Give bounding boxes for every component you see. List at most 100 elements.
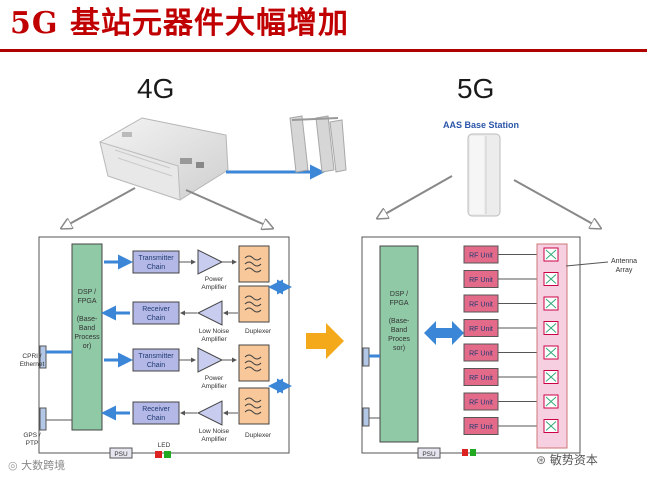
svg-text:Low Noise: Low Noise [199,328,230,335]
rru-device-icon [99,117,229,201]
svg-text:LED: LED [158,442,171,449]
power-amplifier-1: Power Amplifier [197,249,227,291]
svg-text:Chain: Chain [147,264,165,271]
svg-text:Transmitter: Transmitter [138,353,174,360]
rf-unit-label: RF Unit [469,375,493,382]
antenna-element [543,272,559,286]
svg-text:Transmitter: Transmitter [138,255,174,262]
rf-unit: RF Unit [463,392,544,411]
amp-duplexer-arrows-4g [222,259,238,416]
wechat-icon: ⊛ [536,453,547,467]
svg-text:Amplifier: Amplifier [201,383,227,390]
rf-unit: RF Unit [463,319,544,337]
page-title: 5G 基站元器件大幅增加 [10,6,349,41]
antenna-element [543,345,559,360]
antenna-element [543,321,559,335]
psu-5g: PSU [417,447,441,459]
rf-unit-label: RF Unit [469,351,493,358]
transition-arrow [306,323,344,359]
dsp-fpga-block-5g [379,245,419,443]
svg-text:Receiver: Receiver [142,406,170,413]
dsp-fpga-label-5g: DSP / FPGA (Base- Band Proces sor) [388,291,410,352]
label-5g: 5G [457,73,495,104]
duplexer-1: Duplexer [238,245,272,335]
rf-unit: RF Unit [463,270,544,288]
receiver-chain-1: Receiver Chain [132,301,180,325]
expand-arrow-left-a [62,187,136,228]
aas-station-label: AAS Base Station [443,120,519,130]
rf-unit-label: RF Unit [469,326,493,333]
antenna-element-column [543,247,559,433]
watermark-right: ⊛ 敏势资本 [536,453,598,467]
svg-text:Array: Array [616,267,633,274]
expand-arrow-right-b [513,179,600,228]
svg-text:(Base-: (Base- [77,316,98,323]
duplexer-2: Duplexer [238,344,272,439]
transmitter-chain-2: Transmitter Chain [132,348,180,372]
svg-text:Ethernet: Ethernet [20,361,45,368]
rf-unit-label: RF Unit [469,302,493,309]
cpri-port-5g [362,347,380,367]
svg-text:Amplifier: Amplifier [201,336,227,343]
antenna-element [543,247,559,262]
rf-unit: RF Unit [463,294,544,313]
rf-unit-label: RF Unit [469,424,493,431]
watermark-left: ◎ 大数跨境 [8,459,66,472]
svg-text:or): or) [83,343,92,350]
rf-unit: RF Unit [463,343,544,362]
rf-unit-label: RF Unit [469,253,493,260]
expand-arrow-right-a [378,175,453,218]
title-divider [0,49,647,52]
antenna-port-arrows-4g [268,279,292,394]
rf-unit: RF Unit [463,245,544,264]
rf-unit: RF Unit [463,368,544,386]
svg-text:Duplexer: Duplexer [245,432,272,439]
dsp-chain-arrows-4g [101,254,133,421]
svg-text:Proces: Proces [388,336,410,343]
led-5g [462,449,476,456]
antenna-element [543,296,559,311]
gps-port-4g: GPS / PTP [23,407,72,447]
svg-text:Antenna: Antenna [611,258,637,265]
transmitter-chain-1: Transmitter Chain [132,250,180,274]
svg-text:Amplifier: Amplifier [201,284,227,291]
svg-text:FPGA: FPGA [77,298,96,305]
svg-text:Power: Power [205,375,224,382]
svg-text:Amplifier: Amplifier [201,436,227,443]
panel-antenna-icon [289,115,347,173]
svg-text:Chain: Chain [147,415,165,422]
svg-text:CPRI /: CPRI / [22,353,41,360]
chain-amp-arrows-4g [179,259,197,416]
antenna-array-label: Antenna Array [565,258,637,274]
svg-text:Duplexer: Duplexer [245,328,272,335]
svg-text:(Base-: (Base- [389,318,410,325]
expand-arrow-left-b [185,189,272,228]
dsp-fpga-label-4g: DSP / FPGA (Base- Band Process or) [74,289,100,350]
aas-station-icon [467,133,501,217]
svg-text:DSP /: DSP / [390,291,408,298]
svg-text:Band: Band [391,327,407,334]
antenna-element [543,394,559,409]
svg-text:Chain: Chain [147,315,165,322]
svg-text:Process: Process [74,334,100,341]
rf-unit-column: RF Unit RF Unit RF Unit RF Unit RF Unit RF Un… [463,245,544,435]
svg-text:Band: Band [79,325,95,332]
rf-unit-label: RF Unit [469,277,493,284]
dsp-fpga-block-4g [71,243,103,431]
svg-text:Receiver: Receiver [142,306,170,313]
svg-text:GPS /: GPS / [23,432,41,439]
svg-text:PSU: PSU [422,451,436,458]
receiver-chain-2: Receiver Chain [132,401,180,425]
antenna-element [543,419,559,433]
psu-4g: PSU [109,447,133,459]
power-amplifier-2: Power Amplifier [197,347,227,390]
antenna-element [543,370,559,384]
gps-port-5g [362,407,380,427]
svg-text:PTP: PTP [26,440,39,447]
svg-text:sor): sor) [393,345,405,352]
svg-text:Power: Power [205,276,224,283]
svg-text:Low Noise: Low Noise [199,428,230,435]
svg-text:Chain: Chain [147,362,165,369]
svg-text:PSU: PSU [114,451,128,458]
